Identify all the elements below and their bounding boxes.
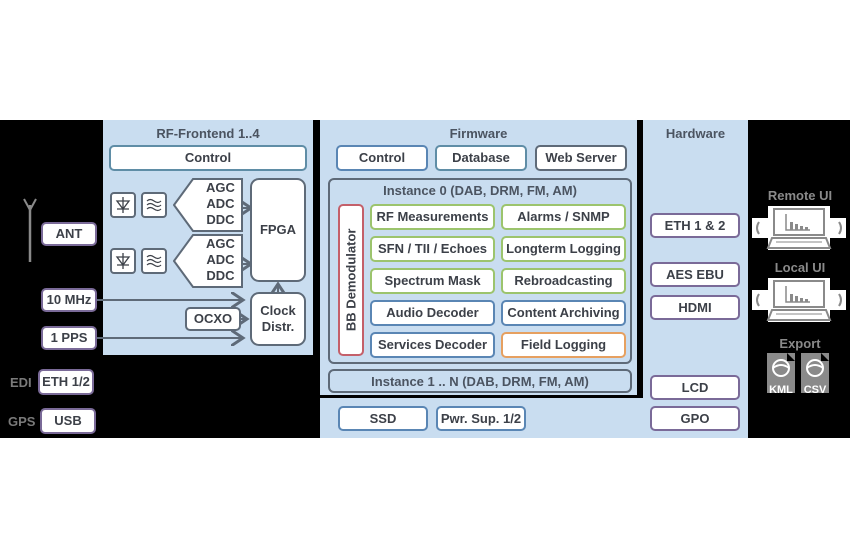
- hardware-panel: Hardware ETH 1 & 2 AES EBU HDMI LCD GPO: [643, 120, 748, 438]
- ocxo-box: OCXO: [185, 307, 241, 331]
- rf-control-box: Control: [109, 145, 307, 171]
- eth-1-2-hw: ETH 1 & 2: [650, 213, 740, 238]
- adc-label: ADC: [206, 252, 235, 267]
- 1pps-input: 1 PPS: [41, 326, 97, 350]
- usb-input: USB: [40, 408, 96, 434]
- module-sfn-tii-echoes: SFN / TII / Echoes: [370, 236, 495, 262]
- firmware-title: Firmware: [449, 126, 508, 141]
- csv-file-icon: CSV: [801, 353, 829, 396]
- diode-icon: [110, 248, 136, 274]
- local-ui-laptop-icon: [752, 278, 846, 322]
- kml-file-icon: KML: [767, 353, 795, 396]
- rf-frontend-title: RF-Frontend 1..4: [156, 126, 260, 141]
- module-field-logging: Field Logging: [501, 332, 626, 358]
- fpga-box: FPGA: [250, 178, 306, 282]
- ant-input: ANT: [41, 222, 97, 246]
- instance-1-n-box: Instance 1 .. N (DAB, DRM, FM, AM): [328, 369, 632, 393]
- module-rf-measurements: RF Measurements: [370, 204, 495, 230]
- power-supply-box: Pwr. Sup. 1/2: [436, 406, 526, 431]
- instance-0-title: Instance 0 (DAB, DRM, FM, AM): [383, 183, 577, 198]
- adc-label: ADC: [206, 196, 235, 211]
- module-alarms-snmp: Alarms / SNMP: [501, 204, 626, 230]
- web-server-box: Web Server: [535, 145, 627, 171]
- eth-1-2-input: ETH 1/2: [38, 369, 94, 395]
- local-ui-title: Local UI: [774, 260, 826, 275]
- firmware-control-box: Control: [336, 145, 428, 171]
- kml-label: KML: [769, 384, 793, 396]
- filter-icon: [141, 192, 167, 218]
- instance-1-n-label: Instance 1 .. N (DAB, DRM, FM, AM): [371, 373, 589, 389]
- instance-0-box: Instance 0 (DAB, DRM, FM, AM) BB Demodul…: [328, 178, 632, 364]
- module-services-decoder: Services Decoder: [370, 332, 495, 358]
- edi-label: EDI: [10, 375, 32, 390]
- chain-arrows: [241, 120, 261, 355]
- ddc-label: DDC: [206, 268, 235, 283]
- database-box: Database: [435, 145, 527, 171]
- module-content-archiving: Content Archiving: [501, 300, 626, 326]
- 10mhz-input: 10 MHz: [41, 288, 97, 312]
- module-longterm-logging: Longterm Logging: [501, 236, 626, 262]
- agc-label: AGC: [206, 180, 235, 195]
- module-audio-decoder: Audio Decoder: [370, 300, 495, 326]
- ocxo-arrow: [240, 310, 254, 330]
- hdmi-hw: HDMI: [650, 295, 740, 320]
- remote-ui-laptop-icon: [752, 206, 846, 250]
- module-spectrum-mask: Spectrum Mask: [370, 268, 495, 294]
- clock-to-fpga-arrow: [268, 280, 288, 294]
- bb-demodulator-label: BB Demodulator: [343, 228, 359, 332]
- firmware-divider: [318, 395, 640, 398]
- firmware-hardware-divider: [637, 120, 643, 398]
- chain-1-labels: AGC ADC DDC: [198, 180, 243, 228]
- ssd-box: SSD: [338, 406, 428, 431]
- filter-icon: [141, 248, 167, 274]
- lcd-hw: LCD: [650, 375, 740, 400]
- clock-distr-box: Clock Distr.: [250, 292, 306, 346]
- antenna-icon: [23, 198, 37, 262]
- chain-2-shape: [173, 234, 243, 288]
- remote-ui-title: Remote UI: [767, 188, 833, 203]
- export-title: Export: [779, 336, 821, 351]
- bb-demodulator-box: BB Demodulator: [338, 204, 364, 356]
- chain-2-labels: AGC ADC DDC: [198, 236, 243, 284]
- firmware-panel: Firmware Control Database Web Server Ins…: [320, 120, 637, 395]
- rf-frontend-panel: RF-Frontend 1..4 Control AGC ADC DDC AGC…: [103, 120, 313, 355]
- agc-label: AGC: [206, 236, 235, 251]
- csv-label: CSV: [803, 384, 827, 396]
- gpo-hw: GPO: [650, 406, 740, 431]
- ddc-label: DDC: [206, 212, 235, 227]
- module-rebroadcasting: Rebroadcasting: [501, 268, 626, 294]
- diode-icon: [110, 192, 136, 218]
- gps-label: GPS: [8, 414, 36, 429]
- aes-ebu-hw: AES EBU: [650, 262, 740, 287]
- chain-1-shape: [173, 178, 243, 232]
- hardware-title: Hardware: [665, 126, 726, 141]
